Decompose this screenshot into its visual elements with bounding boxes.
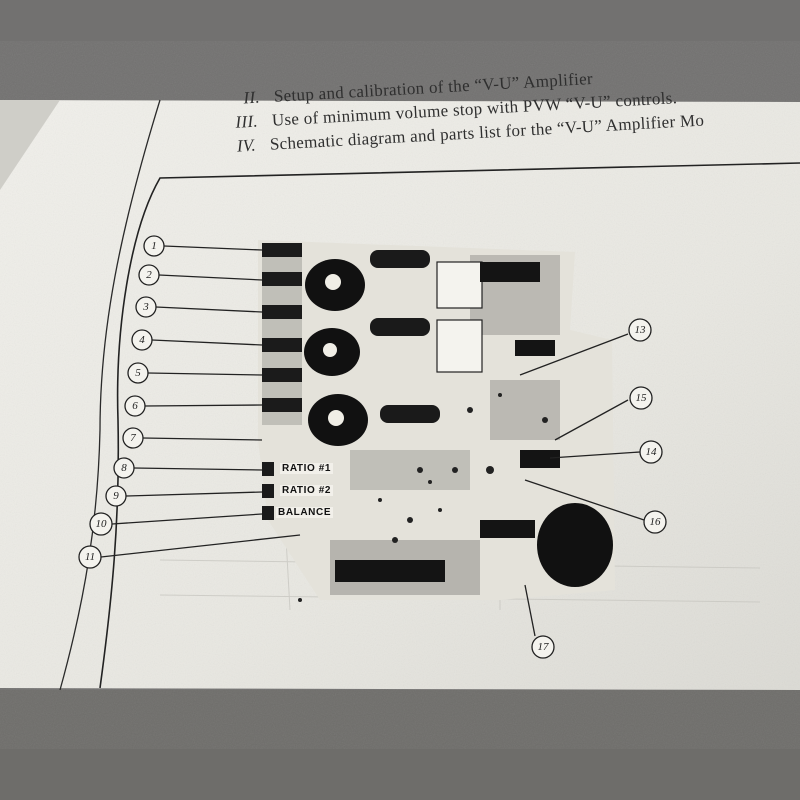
callout-15: 15 — [635, 392, 647, 404]
callout-8: 8 — [121, 462, 127, 474]
callout-14: 14 — [645, 446, 657, 458]
figure-frame — [99, 162, 800, 689]
callout-circles — [78, 235, 667, 659]
callout-3: 3 — [143, 301, 149, 313]
callout-16: 16 — [649, 516, 661, 528]
callout-9: 9 — [113, 490, 119, 502]
callout-11: 11 — [84, 551, 96, 563]
callout-4: 4 — [139, 334, 145, 346]
page-border-line — [59, 99, 161, 691]
circuit-board-photo — [258, 240, 615, 602]
ratio-1-label: RATIO #1 — [280, 463, 334, 474]
callout-5: 5 — [135, 367, 141, 379]
callout-17: 17 — [537, 641, 549, 653]
ratio-2-label: RATIO #2 — [280, 485, 334, 496]
callout-6: 6 — [132, 400, 138, 412]
callout-10: 10 — [95, 518, 107, 530]
callout-leaders — [100, 245, 645, 637]
balance-label: BALANCE — [276, 507, 334, 518]
callout-7: 7 — [130, 432, 136, 444]
callout-2: 2 — [146, 269, 152, 281]
callout-1: 1 — [151, 240, 157, 252]
callout-13: 13 — [634, 324, 646, 336]
